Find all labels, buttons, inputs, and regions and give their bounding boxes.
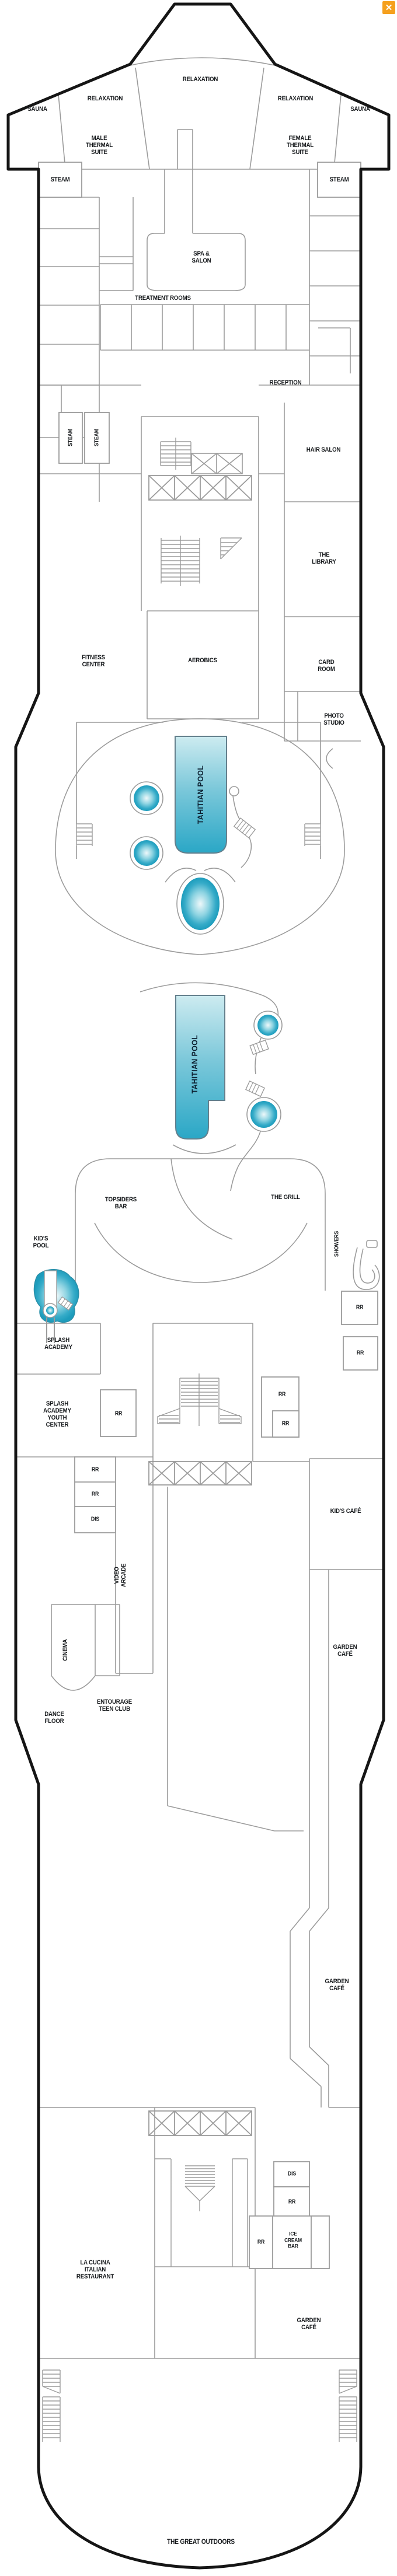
bow-arc bbox=[130, 57, 276, 66]
stairs-reception bbox=[160, 438, 191, 470]
shower-stalls-glyph bbox=[353, 1240, 380, 1290]
label-reception: RECEPTION bbox=[269, 379, 302, 386]
elevator-small-bank bbox=[191, 453, 243, 474]
elevator-bank-3 bbox=[148, 2110, 252, 2136]
label-tahitian-pool-1: TAHITIAN POOL bbox=[196, 765, 205, 824]
steam-room-v1 bbox=[58, 412, 83, 464]
aft-deck-ladders bbox=[42, 2369, 357, 2442]
stairs-forward-lobby bbox=[161, 536, 242, 586]
label-rr-aft-1: RR bbox=[288, 2198, 296, 2205]
steam-rooms-top bbox=[38, 162, 361, 464]
label-cinema: CINEMA bbox=[62, 1639, 69, 1661]
label-steam-v2: STEAM bbox=[93, 429, 100, 446]
stairs-midship bbox=[157, 1373, 242, 1426]
label-tahitian-pool-2: TAHITIAN POOL bbox=[190, 1034, 199, 1094]
label-kids-cafe: KID'S CAFÉ bbox=[330, 1508, 361, 1515]
label-the-grill: THE GRILL bbox=[271, 1194, 300, 1201]
label-dis-stack: DIS bbox=[90, 1516, 100, 1523]
hot-tubs-midship bbox=[246, 1011, 283, 1132]
label-steam-top-right: STEAM bbox=[329, 176, 349, 183]
label-rr-aft-2: RR bbox=[257, 2239, 265, 2246]
rr-room-youth bbox=[100, 1389, 137, 1437]
label-relaxation-right: RELAXATION bbox=[277, 95, 314, 102]
rr-rooms-showers bbox=[341, 1291, 378, 1371]
label-rr-shower-1: RR bbox=[356, 1304, 364, 1311]
topsiders-grill-boundary bbox=[75, 1158, 326, 1291]
label-treatment-rooms: TREATMENT ROOMS bbox=[135, 295, 191, 302]
elevator-bank-2 bbox=[148, 1461, 252, 1486]
label-rr-youth: RR bbox=[114, 1410, 123, 1417]
deck-hatch-strips bbox=[233, 817, 269, 1097]
pool-deck-ladders bbox=[76, 823, 321, 846]
label-aerobics: AEROBICS bbox=[188, 657, 217, 664]
label-sauna-left: SAUNA bbox=[27, 106, 47, 113]
label-spa-salon: SPA &SALON bbox=[191, 250, 211, 264]
label-showers: SHOWERS bbox=[333, 1231, 340, 1257]
label-relaxation-center: RELAXATION bbox=[182, 76, 218, 83]
rr-dis-stack bbox=[74, 1456, 116, 1533]
rr-rooms-center bbox=[261, 1376, 300, 1438]
tahitian-pool-2-shape bbox=[175, 995, 225, 1140]
label-rr-stack-1: RR bbox=[91, 1466, 99, 1473]
label-hair-salon: HAIR SALON bbox=[306, 446, 341, 453]
label-dis-aft: DIS bbox=[287, 2170, 297, 2177]
label-rr-mid-2: RR bbox=[281, 1420, 290, 1427]
label-rr-stack-2: RR bbox=[91, 1491, 99, 1498]
label-rr-mid-1: RR bbox=[278, 1391, 286, 1398]
close-icon[interactable]: ✕ bbox=[382, 1, 395, 14]
room-lines bbox=[16, 57, 384, 2359]
hot-tubs-forward bbox=[130, 781, 239, 935]
cinema-outline bbox=[51, 1604, 120, 1691]
kids-pool-shape bbox=[33, 1269, 79, 1343]
label-great-outdoors: THE GREAT OUTDOORS bbox=[167, 2539, 235, 2546]
label-sauna-right: SAUNA bbox=[350, 106, 370, 113]
steam-room-v2 bbox=[84, 412, 110, 464]
aft-service-rooms bbox=[249, 2161, 330, 2269]
hull-outline bbox=[6, 2, 391, 2570]
label-steam-top-left: STEAM bbox=[50, 176, 70, 183]
stairs-aft bbox=[155, 2158, 248, 2267]
label-steam-v1: STEAM bbox=[67, 429, 74, 446]
pool-area-1-boundary bbox=[55, 718, 345, 955]
label-relaxation-left: RELAXATION bbox=[87, 95, 123, 102]
elevator-bank-1 bbox=[148, 475, 252, 501]
kids-slide-rails bbox=[46, 1317, 55, 1343]
label-rr-shower-2: RR bbox=[356, 1350, 364, 1357]
tahitian-pool-1-shape bbox=[175, 736, 227, 854]
